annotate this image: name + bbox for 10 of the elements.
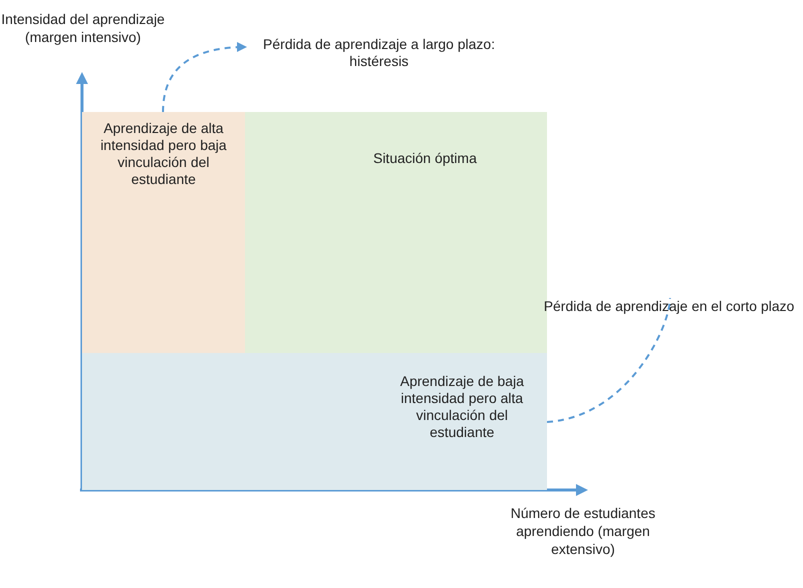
region-label: Aprendizaje de alta intensidad pero baja vinculación del estudiante [99, 120, 228, 188]
annotation-text: Pérdida de aprendizaje a largo plazo: histéresis [262, 36, 496, 70]
region-label: Situación óptima [372, 150, 478, 167]
quadrant-region [82, 353, 547, 490]
axis-label: Intensidad del aprendizaje (margen intensivo) [0, 10, 166, 46]
dashed-arrow [162, 42, 247, 112]
quadrant-region [82, 112, 245, 353]
region-label: Aprendizaje de baja intensidad pero alta vinculación del estudiante [399, 373, 525, 441]
annotation-text: Pérdida de aprendizaje en el corto plazo [542, 298, 796, 315]
axis-label: Número de estudiantes aprendiendo (margen extensivo) [510, 504, 656, 558]
